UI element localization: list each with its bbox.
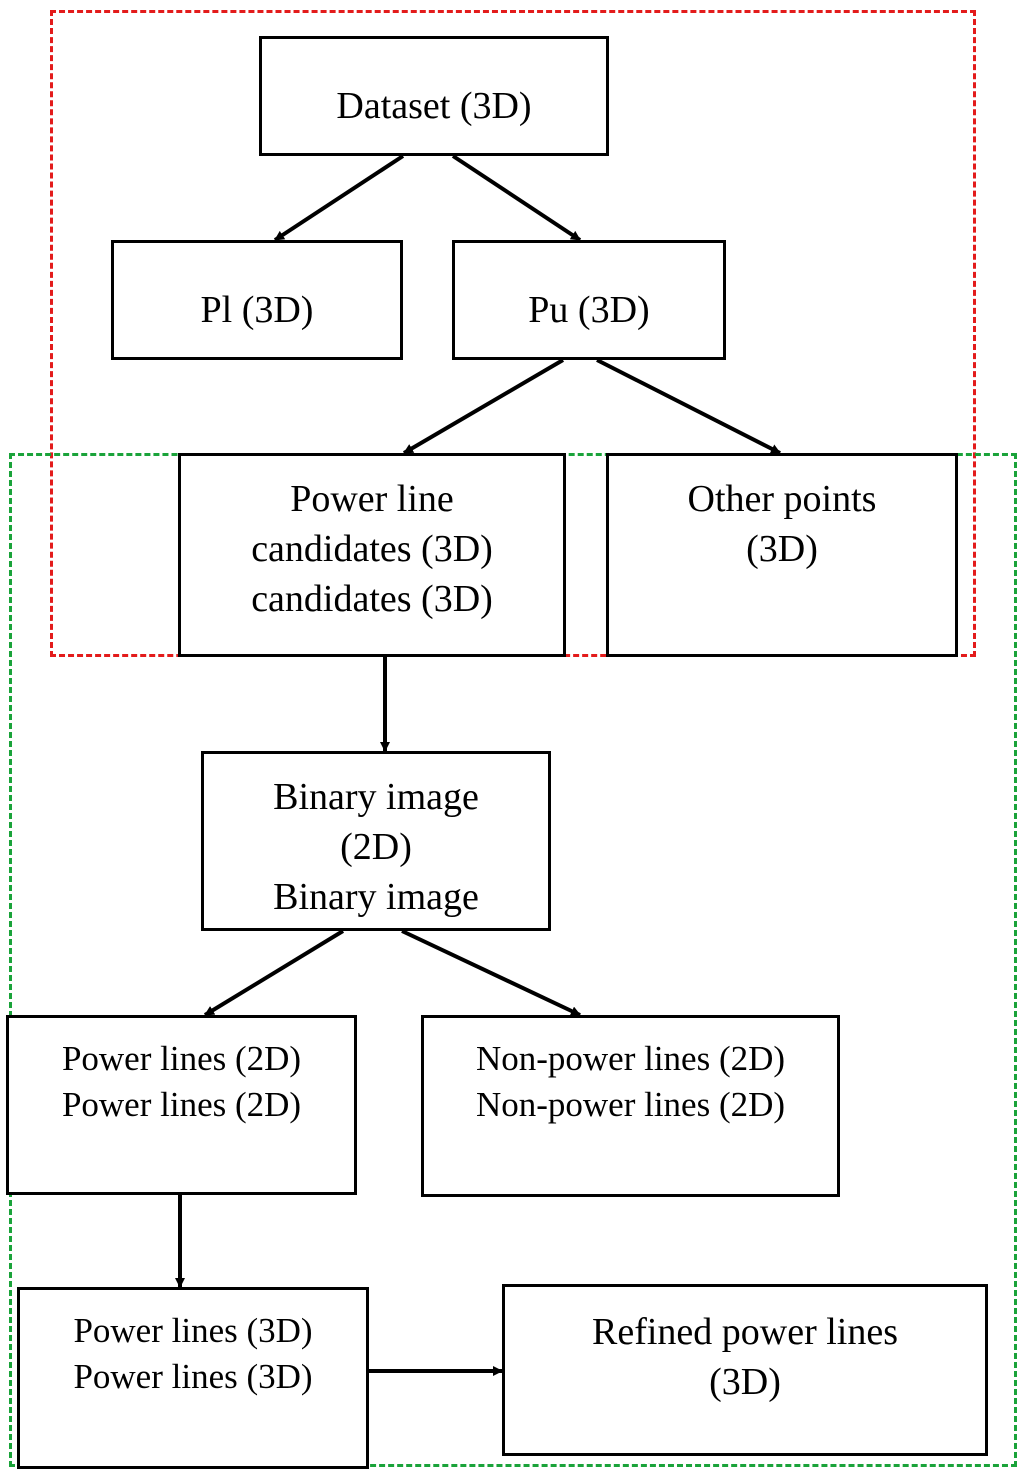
power-lines-3d-node: Power lines (3D) Power lines (3D) <box>17 1287 369 1469</box>
power-line-candidates-label-1: Power line <box>290 478 454 520</box>
power-lines-3d-label-1: Power lines (3D) <box>73 1311 313 1350</box>
pl-node: Pl (3D) <box>111 240 403 360</box>
refined-power-lines-label-2: (3D) <box>709 1361 781 1403</box>
binary-image-label-3: Binary image <box>273 876 479 918</box>
power-line-candidates-node: Power line candidates (3D) candidates (3… <box>178 453 566 657</box>
refined-power-lines-label-1: Refined power lines <box>591 1311 899 1353</box>
dataset-node: Dataset (3D) <box>259 36 609 156</box>
power-line-candidates-label-3: candidates (3D) <box>251 578 493 620</box>
refined-power-lines-node: Refined power lines (3D) <box>502 1284 988 1456</box>
power-lines-3d-label-2: Power lines (3D) <box>73 1357 313 1396</box>
other-points-label-1: Other points <box>687 478 877 520</box>
power-lines-2d-label-1: Power lines (2D) <box>61 1039 302 1078</box>
binary-image-label-2: (2D) <box>340 826 412 868</box>
pu-label: Pu (3D) <box>528 289 650 331</box>
binary-image-node: Binary image (2D) Binary image <box>201 751 551 931</box>
other-points-node: Other points (3D) <box>606 453 958 657</box>
power-line-candidates-label-2: candidates (3D) <box>251 528 493 570</box>
non-power-lines-2d-node: Non-power lines (2D) Non-power lines (2D… <box>421 1015 840 1197</box>
non-power-lines-2d-label-2: Non-power lines (2D) <box>475 1085 786 1124</box>
pl-label: Pl (3D) <box>200 289 314 331</box>
non-power-lines-2d-label-1: Non-power lines (2D) <box>475 1039 786 1078</box>
power-lines-2d-node: Power lines (2D) Power lines (2D) <box>6 1015 357 1195</box>
other-points-label-2: (3D) <box>746 528 818 570</box>
power-lines-2d-label-2: Power lines (2D) <box>61 1085 302 1124</box>
pu-node: Pu (3D) <box>452 240 726 360</box>
binary-image-label-1: Binary image <box>273 776 479 818</box>
dataset-label: Dataset (3D) <box>336 85 532 127</box>
